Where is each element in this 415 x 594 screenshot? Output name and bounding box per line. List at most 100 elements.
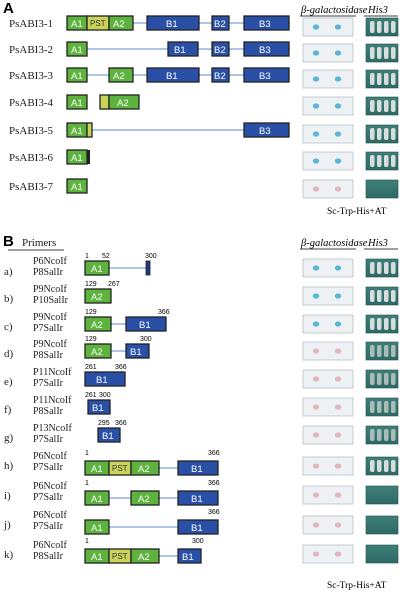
svg-text:366: 366 (115, 420, 127, 427)
primer-reverse: P7SalIr (33, 462, 64, 473)
assay-row (302, 544, 399, 564)
bgal-spot (334, 321, 342, 327)
his3-streak (370, 73, 375, 85)
primer-forward: P6NcoIf (33, 540, 68, 551)
primer-forward: P11NcoIf (33, 395, 72, 406)
construct-b-d: 129 300 A2 B1 (84, 336, 152, 359)
domain-a2: A2 (113, 71, 125, 82)
domain-b1: B1 (191, 523, 203, 534)
his3-streak (391, 290, 396, 302)
panel-b-footnote: Sc-Trp-His+AT (327, 581, 387, 591)
svg-text:1: 1 (85, 538, 89, 545)
his3-streak (391, 47, 396, 59)
domain-b3: B3 (259, 45, 271, 56)
domain-a2: A2 (91, 320, 103, 331)
domain-a1: A1 (71, 98, 83, 109)
bgal-spot (334, 76, 342, 82)
primer-forward: P9NcoIf (33, 312, 68, 323)
bgal-spot (312, 522, 320, 528)
his3-plate (365, 515, 399, 535)
domain-a1: A1 (71, 71, 83, 82)
bgal-spot (312, 492, 320, 498)
bgal-plate (302, 369, 354, 389)
construct-psabi3-7: A1 (66, 178, 88, 194)
row-letter: b) (4, 293, 14, 305)
domain-b1: B1 (174, 45, 186, 56)
his3-streak (384, 21, 389, 33)
his3-streak (391, 401, 396, 413)
row-label: PsABI3-3 (9, 70, 54, 82)
domain-b1: B1 (191, 464, 203, 475)
bgal-spot (334, 131, 342, 137)
construct-b-e: 261 366 B1 (84, 364, 127, 387)
panel-a-his3-header: His3 (367, 5, 388, 16)
his3-streak (377, 73, 382, 85)
svg-text:1: 1 (85, 480, 89, 487)
assay-row (302, 96, 399, 116)
construct-psabi3-4: A1 A2 (66, 94, 140, 110)
construct-b-c: 129 366 A2 B1 (84, 309, 170, 332)
domain-b1: B1 (96, 375, 108, 386)
his3-streak (391, 21, 396, 33)
his3-streak (377, 262, 382, 274)
bgal-spot (312, 293, 320, 299)
construct-b-a: 1 52 300 A1 (84, 253, 157, 276)
assay-row (302, 43, 399, 63)
his3-streak (370, 47, 375, 59)
domain-pst: PST (90, 19, 106, 28)
assay-row (302, 151, 399, 171)
bgal-plate (302, 485, 354, 505)
his3-streak (384, 429, 389, 441)
panel-a-label: A (3, 0, 14, 17)
svg-text:300: 300 (140, 336, 152, 343)
his3-streak (377, 401, 382, 413)
his3-streak (377, 47, 382, 59)
construct-b-g: 295 366 B1 (97, 420, 127, 443)
svg-text:267: 267 (108, 281, 120, 288)
primer-forward: P6NcoIf (33, 451, 68, 462)
bgal-plate (302, 258, 354, 278)
bgal-spot (312, 131, 320, 137)
svg-text:1: 1 (85, 450, 89, 457)
bgal-spot (334, 492, 342, 498)
bgal-spot (334, 376, 342, 382)
row-letter: f) (4, 404, 12, 416)
domain-b1: B1 (182, 552, 194, 563)
bgal-plate (302, 286, 354, 306)
assay-row (302, 515, 399, 535)
bgal-spot (312, 348, 320, 354)
his3-streak (377, 155, 382, 167)
bgal-spot (312, 103, 320, 109)
row-label: PsABI3-6 (9, 152, 54, 164)
domain-a1: A1 (91, 523, 103, 534)
primer-reverse: P8SalIr (33, 406, 64, 417)
panel-a-row-labels: PsABI3-1 PsABI3-2 PsABI3-3 PsABI3-4 PsAB… (9, 18, 54, 193)
his3-streak (384, 373, 389, 385)
his3-streak (384, 401, 389, 413)
domain-b3: B3 (259, 19, 271, 30)
row-letter: e) (4, 376, 13, 388)
svg-text:366: 366 (158, 309, 170, 316)
bgal-spot (334, 103, 342, 109)
bgal-spot (312, 404, 320, 410)
his3-streak (391, 318, 396, 330)
his3-streak (384, 460, 389, 472)
bgal-plate (302, 179, 354, 199)
svg-text:295: 295 (98, 420, 110, 427)
domain-b2: B2 (214, 45, 226, 56)
bgal-spot (312, 186, 320, 192)
panel-b-his3-header: His3 (367, 238, 388, 249)
assay-row (302, 314, 399, 334)
domain-a1: A1 (71, 45, 83, 56)
construct-psabi3-6: A1 (66, 149, 90, 165)
domain-a2: A2 (138, 552, 150, 563)
his3-streak (384, 155, 389, 167)
construct-b-i: 1 366 A1 A2 B1 (84, 480, 220, 506)
svg-text:129: 129 (85, 281, 97, 288)
svg-text:300: 300 (192, 538, 204, 545)
assay-row (302, 17, 399, 37)
bgal-plate (302, 425, 354, 445)
primer-reverse: P7SalIr (33, 434, 64, 445)
his3-streak (391, 460, 396, 472)
bgal-plate (302, 17, 354, 37)
